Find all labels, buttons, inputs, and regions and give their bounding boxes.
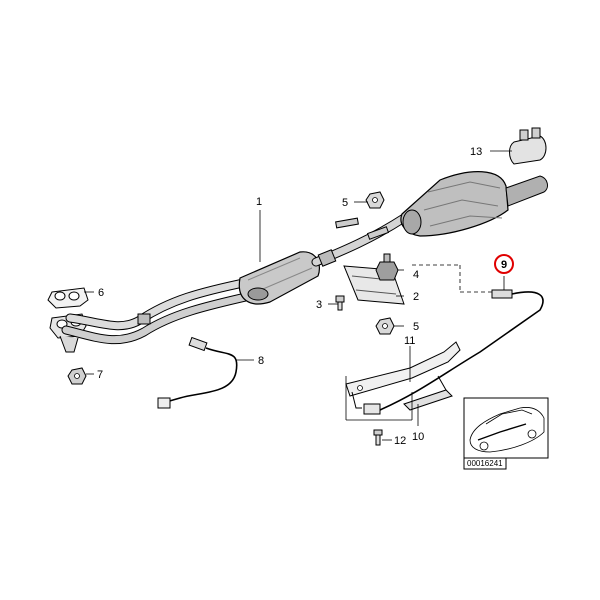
leader-lines xyxy=(84,150,512,441)
label-part-5-upper: 5 xyxy=(342,197,348,209)
bracket-part-10[interactable] xyxy=(403,375,453,411)
hex-nut-part-7[interactable] xyxy=(67,367,87,385)
oxygen-sensor-front-part-8[interactable] xyxy=(157,336,238,409)
label-part-11: 11 xyxy=(404,335,415,347)
label-part-12: 12 xyxy=(394,435,406,447)
screw-part-12[interactable] xyxy=(373,429,383,446)
rear-catalytic-converter[interactable] xyxy=(400,171,548,237)
front-catalytic-converter[interactable] xyxy=(238,251,321,305)
label-part-13: 13 xyxy=(470,146,482,158)
label-part-9: 9 xyxy=(501,259,507,271)
pipe-clamp-part-13[interactable] xyxy=(509,127,547,165)
bolt-part-3[interactable] xyxy=(335,295,345,311)
vehicle-locator-inset: 00016241 xyxy=(463,397,549,470)
label-part-4: 4 xyxy=(413,269,419,281)
label-part-1: 1 xyxy=(256,196,262,208)
hex-nut-part-5-upper[interactable] xyxy=(365,191,385,209)
highlighted-part-9-callout[interactable]: 9 xyxy=(494,254,514,274)
label-part-5-lower: 5 xyxy=(413,321,419,333)
front-pipe-part-1[interactable] xyxy=(61,277,255,345)
label-part-6: 6 xyxy=(98,287,104,299)
inset-caption: 00016241 xyxy=(467,459,503,468)
manifold-flange-part-6[interactable] xyxy=(47,287,89,309)
oxygen-sensor-rear-part-9[interactable] xyxy=(363,289,544,415)
label-part-7: 7 xyxy=(97,369,103,381)
car-outline-icon xyxy=(469,407,545,453)
label-part-3: 3 xyxy=(316,299,322,311)
label-part-10: 10 xyxy=(412,431,424,443)
hex-nut-part-5-lower[interactable] xyxy=(375,317,395,335)
rubber-mount-part-4[interactable] xyxy=(375,253,399,281)
label-part-8: 8 xyxy=(258,355,264,367)
middle-pipe[interactable] xyxy=(311,213,409,267)
label-part-2: 2 xyxy=(413,291,419,303)
cable-holder-part-11[interactable] xyxy=(345,341,461,409)
